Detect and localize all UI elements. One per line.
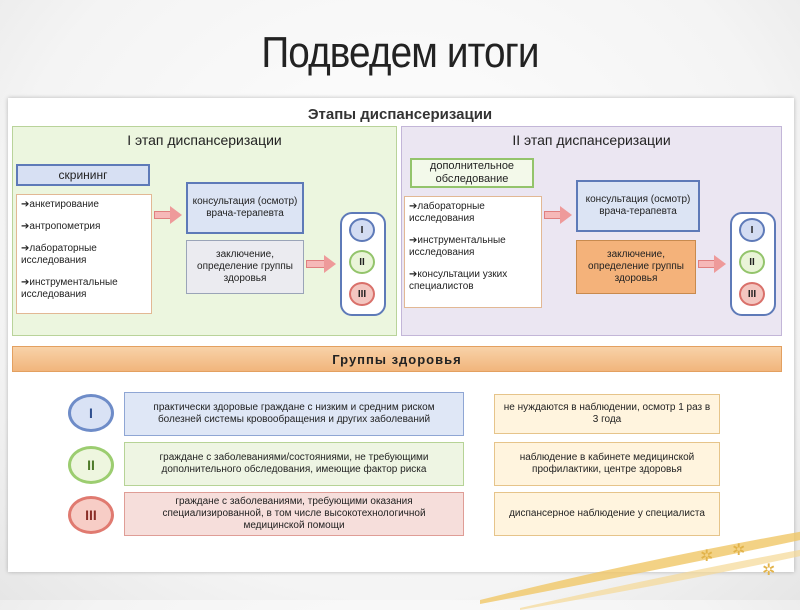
health-group-2-marker: II	[68, 446, 114, 484]
stage1-conclusion-box: заключение, определение группы здоровья	[186, 240, 304, 294]
stage1-title: I этап диспансеризации	[127, 132, 282, 148]
stage1-item: ➔антропометрия	[21, 221, 101, 232]
star-decor-icon: ✲	[732, 542, 746, 559]
stage2-items-list: ➔лабораторные исследования ➔инструментал…	[404, 196, 542, 308]
arrow-right-icon	[560, 206, 572, 224]
stage2-item: ➔лабораторные исследования	[409, 201, 485, 224]
stage1-group-marker-3: III	[349, 282, 375, 306]
health-group-3-observation: диспансерное наблюдение у специалиста	[494, 492, 720, 536]
stage2-conclusion-box: заключение, определение группы здоровья	[576, 240, 696, 294]
arrow-right-icon	[324, 255, 336, 273]
stage1-screening-label: скрининг	[16, 164, 150, 186]
arrow-right-icon	[306, 260, 324, 268]
arrow-right-icon	[698, 260, 714, 268]
health-group-3-marker: III	[68, 496, 114, 534]
stage1-consult-box: консультация (осмотр) врача-терапевта	[186, 182, 304, 234]
stage1-group-marker-1: I	[349, 218, 375, 242]
arrow-right-icon	[170, 206, 182, 224]
board-title: Этапы диспансеризации	[307, 106, 493, 123]
stage2-title: II этап диспансеризации	[512, 132, 671, 148]
stage2-extra-exam-label: дополнительное обследование	[410, 158, 534, 188]
stage1-item: ➔лабораторные исследования	[21, 243, 97, 266]
star-decor-icon: ✲	[700, 548, 714, 565]
health-groups-header: Группы здоровья	[12, 346, 782, 372]
stage2-group-marker-3: III	[739, 282, 765, 306]
arrow-right-icon	[714, 255, 726, 273]
stage2-group-marker-1: I	[739, 218, 765, 242]
health-group-2-observation: наблюдение в кабинете медицинской профил…	[494, 442, 720, 486]
arrow-right-icon	[154, 211, 170, 219]
health-group-1-marker: I	[68, 394, 114, 432]
stage2-consult-box: консультация (осмотр) врача-терапевта	[576, 180, 700, 232]
stage2-group-marker-2: II	[739, 250, 765, 274]
health-group-3-description: граждане с заболеваниями, требующими ока…	[124, 492, 464, 536]
decor-swoosh	[480, 531, 800, 610]
slide-title: Подведем итоги	[261, 28, 539, 77]
health-group-1-description: практически здоровые граждане с низким и…	[124, 392, 464, 436]
health-group-1-observation: не нуждаются в наблюдении, осмотр 1 раз …	[494, 394, 720, 434]
stage2-item: ➔консультации узких специалистов	[409, 269, 508, 292]
star-decor-icon: ✲	[762, 562, 776, 579]
arrow-right-icon	[544, 211, 560, 219]
health-group-2-description: граждане с заболеваниями/состояниями, не…	[124, 442, 464, 486]
stage1-item: ➔анкетирование	[21, 199, 99, 210]
stage2-item: ➔инструментальные исследования	[409, 235, 506, 258]
stage1-group-marker-2: II	[349, 250, 375, 274]
stage1-item: ➔инструментальные исследования	[21, 277, 118, 300]
stage1-items-list: ➔анкетирование ➔антропометрия ➔лаборатор…	[16, 194, 152, 314]
